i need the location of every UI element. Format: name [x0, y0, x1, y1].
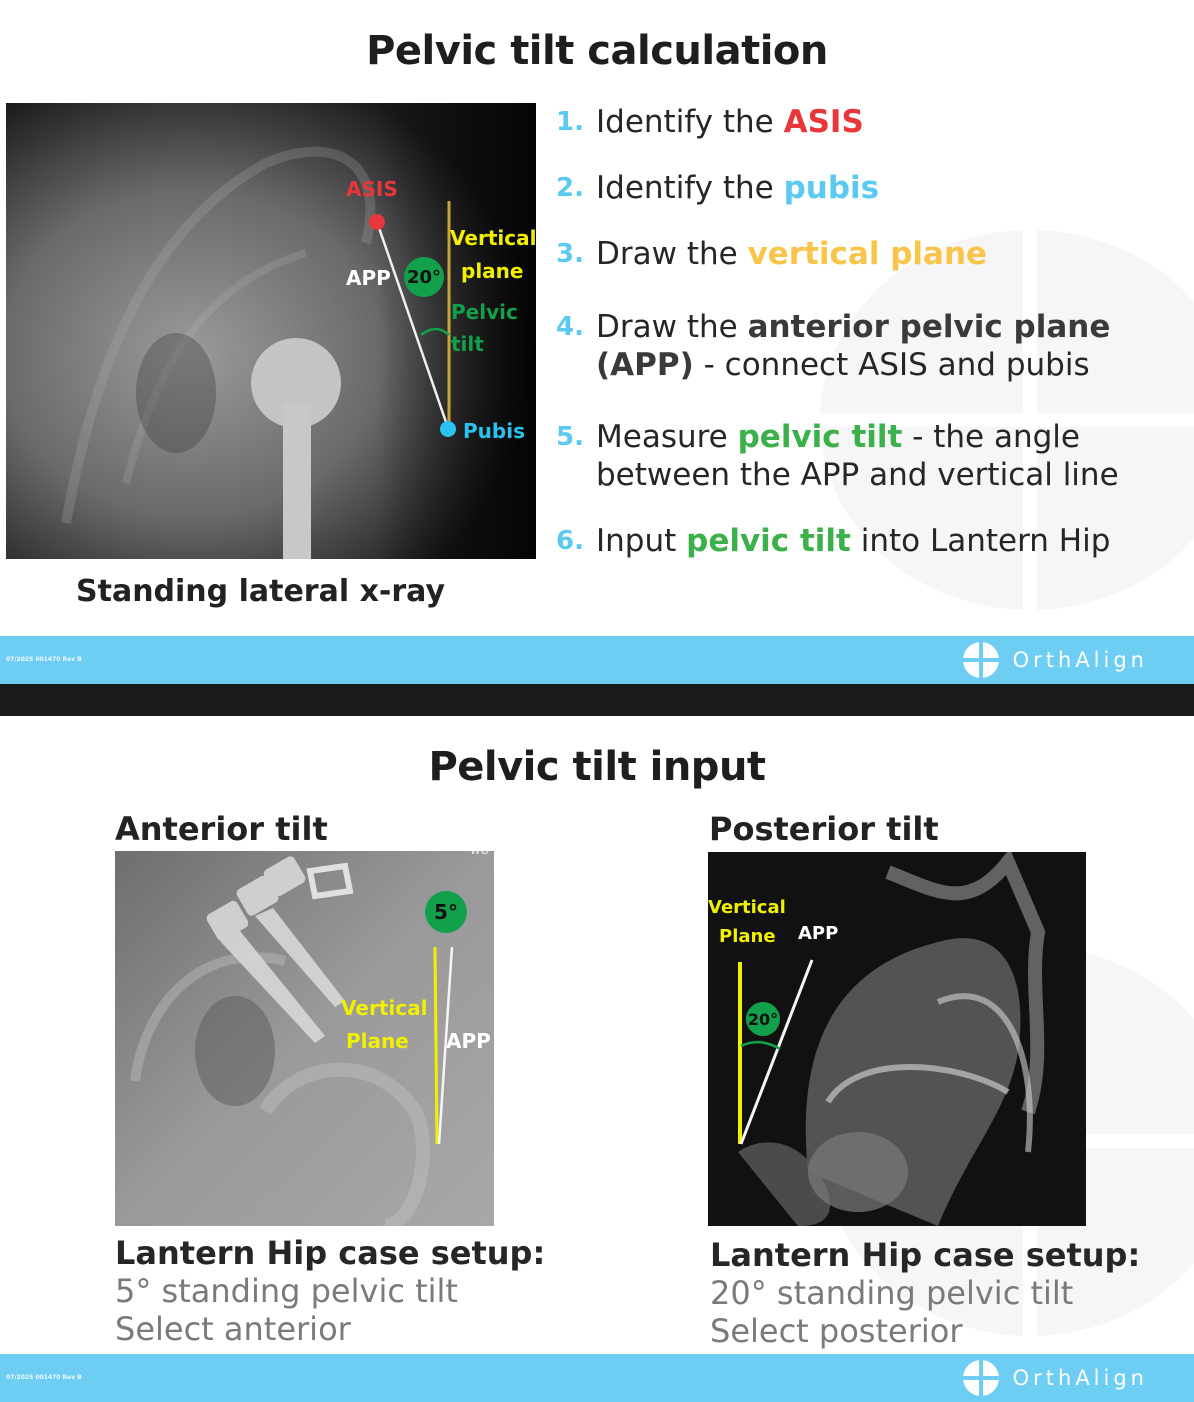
orthalign-watermark-icon	[820, 230, 1194, 610]
slide-title: Pelvic tilt input	[428, 744, 766, 790]
standing-lateral-xray-image: ASIS APP 20° Vertical plane Pelvic tilt …	[6, 103, 536, 559]
setup-title: Lantern Hip case setup:	[710, 1236, 1141, 1274]
document-code: 07/2025 001470 Rev B	[6, 656, 82, 663]
vertical-plane-label-line2: Plane	[346, 1029, 409, 1053]
anterior-tilt-xray-image: 5° Vertical Plane APP wb	[115, 851, 494, 1226]
step-3: 3. Draw the vertical plane	[556, 235, 987, 273]
step-number: 1.	[556, 107, 584, 137]
pelvic-tilt-label-line2: tilt	[451, 332, 484, 356]
posterior-case-setup: Lantern Hip case setup: 20° standing pel…	[710, 1236, 1140, 1350]
slide-separator	[0, 684, 1194, 716]
posterior-tilt-xray-image: 20° Vertical Plane APP	[708, 852, 1086, 1226]
slide-pelvic-tilt-calculation: Pelvic tilt calculation	[0, 0, 1194, 684]
step-text: Draw the	[596, 309, 748, 345]
step-text: Identify the	[596, 170, 784, 206]
setup-tilt-value: 5° standing pelvic tilt	[115, 1272, 458, 1310]
step-highlight-asis: ASIS	[783, 104, 864, 140]
brand-name: OrthAlign	[1012, 648, 1148, 672]
step-5: 5. Measure pelvic tilt - the angle betwe…	[556, 418, 1119, 494]
asis-label: ASIS	[346, 177, 398, 201]
step-app-abbrev: (APP)	[596, 347, 694, 383]
app-label: APP	[346, 266, 391, 290]
step-highlight-vertical-plane: vertical plane	[747, 236, 988, 272]
orthalign-logo-icon	[962, 1360, 999, 1396]
step-highlight-app: anterior pelvic plane	[747, 309, 1111, 345]
setup-selection: Select anterior	[115, 1310, 351, 1348]
xray-caption: Standing lateral x-ray	[76, 574, 446, 609]
step-2: 2. Identify the pubis	[556, 169, 879, 207]
step-text: Input	[596, 523, 687, 559]
step-number: 4.	[556, 312, 584, 342]
step-number: 3.	[556, 239, 584, 269]
step-text: Identify the	[596, 104, 784, 140]
angle-badge: 20°	[404, 257, 444, 297]
pubis-label: Pubis	[463, 419, 525, 443]
step-text-line2: between the APP and vertical line	[596, 457, 1119, 493]
app-label: APP	[798, 923, 839, 944]
slide-footer: 07/2025 001470 Rev B OrthAlign	[0, 636, 1194, 684]
corner-watermark-text: wb	[470, 851, 489, 860]
step-highlight-pubis: pubis	[783, 170, 880, 206]
step-number: 2.	[556, 173, 584, 203]
slide-pelvic-tilt-input: Pelvic tilt input Anterior tilt	[0, 716, 1194, 1402]
slide-footer: 07/2025 001470 Rev B OrthAlign	[0, 1354, 1194, 1402]
brand: OrthAlign	[962, 1360, 1148, 1396]
orthalign-logo-icon	[962, 642, 999, 678]
vertical-plane-label-line1: Vertical	[708, 897, 786, 918]
vertical-plane-label-line1: Vertical	[341, 996, 428, 1020]
setup-selection: Select posterior	[710, 1312, 963, 1350]
step-number: 6.	[556, 526, 584, 556]
slide-title: Pelvic tilt calculation	[366, 28, 828, 74]
anterior-case-setup: Lantern Hip case setup: 5° standing pelv…	[115, 1234, 545, 1348]
vertical-plane-label-line2: plane	[461, 259, 524, 283]
step-4: 4. Draw the anterior pelvic plane (APP) …	[556, 308, 1110, 384]
step-text: Measure	[596, 419, 738, 455]
step-text-post: - the angle	[902, 419, 1080, 455]
step-1: 1. Identify the ASIS	[556, 103, 864, 141]
step-6: 6. Input pelvic tilt into Lantern Hip	[556, 522, 1110, 560]
pelvic-tilt-label-line1: Pelvic	[451, 300, 518, 324]
step-text-post: into Lantern Hip	[850, 523, 1111, 559]
angle-badge: 20°	[746, 1002, 780, 1036]
step-highlight-pelvic-tilt: pelvic tilt	[686, 523, 851, 559]
app-label: APP	[446, 1029, 491, 1053]
document-code: 07/2025 001470 Rev B	[6, 1374, 82, 1381]
brand-name: OrthAlign	[1012, 1366, 1148, 1390]
setup-title: Lantern Hip case setup:	[115, 1234, 546, 1272]
brand: OrthAlign	[962, 642, 1148, 678]
posterior-tilt-heading: Posterior tilt	[709, 810, 939, 848]
vertical-plane-label-line1: Vertical	[450, 226, 536, 250]
step-text-line2: - connect ASIS and pubis	[693, 347, 1090, 383]
step-number: 5.	[556, 422, 584, 452]
anterior-tilt-heading: Anterior tilt	[115, 810, 328, 848]
step-highlight-pelvic-tilt: pelvic tilt	[737, 419, 903, 455]
step-text: Draw the	[596, 236, 748, 272]
vertical-plane-label-line2: Plane	[719, 926, 776, 947]
setup-tilt-value: 20° standing pelvic tilt	[710, 1274, 1074, 1312]
angle-badge: 5°	[425, 891, 467, 933]
